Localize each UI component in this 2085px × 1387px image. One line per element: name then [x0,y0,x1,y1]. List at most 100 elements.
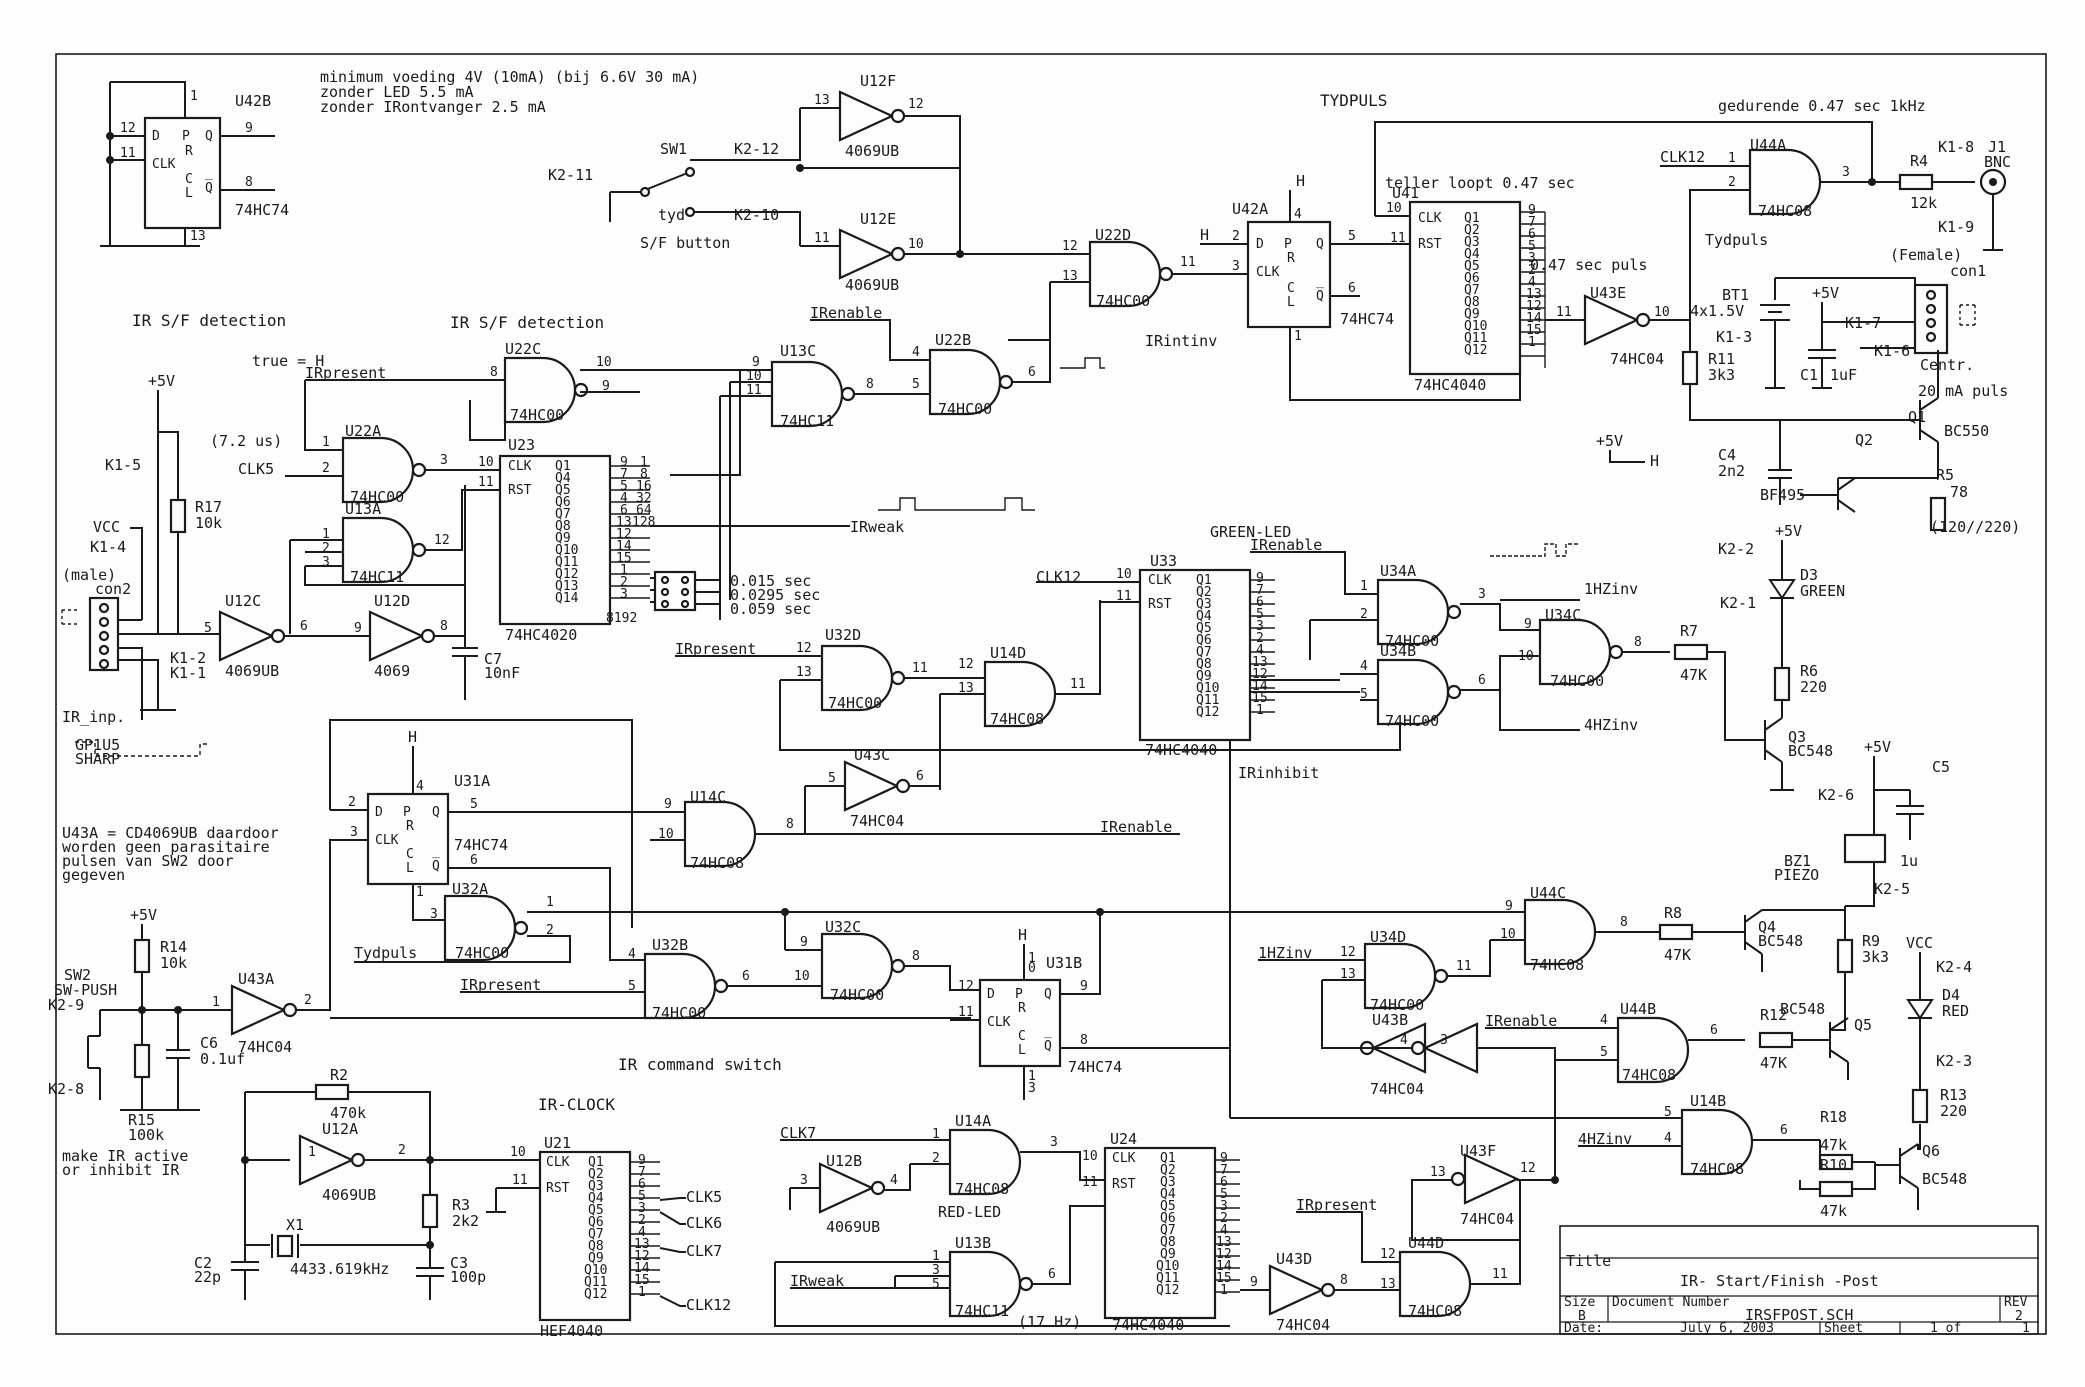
svg-text:7: 7 [638,1165,646,1180]
svg-text:Q6: Q6 [1160,1211,1176,1226]
svg-text:RST: RST [508,483,532,498]
svg-text:4: 4 [912,345,920,360]
svg-text:Centr.: Centr. [1920,356,1974,374]
svg-text:9: 9 [1524,617,1532,632]
svg-text:8: 8 [490,365,498,380]
svg-text:6: 6 [1348,281,1356,296]
svg-text:BC548: BC548 [1788,742,1833,760]
svg-text:74HC00: 74HC00 [938,400,992,418]
svg-text:13: 13 [190,229,206,244]
svg-text:4: 4 [1360,659,1368,674]
svg-text:74HC00: 74HC00 [1370,996,1424,1014]
svg-text:6: 6 [742,969,750,984]
svg-text:1u: 1u [1900,852,1918,870]
svg-text:U22B: U22B [935,331,971,349]
svg-text:IRinhibit: IRinhibit [1238,764,1319,782]
tydpuls-heading: TYDPULS [1320,91,1387,110]
svg-text:Q4: Q4 [588,1191,604,1206]
svg-text:7: 7 [1256,583,1264,598]
svg-text:K1-2: K1-2 [170,649,206,667]
svg-text:13: 13 [1526,287,1542,302]
svg-text:CLK: CLK [152,157,176,172]
svg-text:K2-3: K2-3 [1936,1052,1972,1070]
ir-input-section: K1-5 +5V R17 10k VCC K1-4 (male) con2 IR… [61,372,222,768]
svg-text:IRintinv: IRintinv [1145,332,1217,350]
ir-sf-detection-left: IR S/F detection [132,311,286,330]
svg-text:R18: R18 [1820,1108,1847,1126]
svg-text:Q4: Q4 [555,471,571,486]
svg-text:12: 12 [1216,1247,1232,1262]
svg-text:CLK: CLK [508,459,532,474]
svg-text:12: 12 [1340,945,1356,960]
svg-text:Tydpuls: Tydpuls [1705,231,1768,249]
svg-text:4: 4 [638,1225,646,1240]
gedurende-note: gedurende 0.47 sec 1kHz [1718,97,1926,115]
svg-text:R15: R15 [128,1111,155,1129]
svg-text:12: 12 [616,527,632,542]
svg-text:Q5: Q5 [1464,259,1480,274]
svg-text:2: 2 [932,1151,940,1166]
svg-text:R14: R14 [160,938,187,956]
svg-text:14: 14 [1252,679,1268,694]
svg-text:Q4: Q4 [1758,918,1776,936]
svg-text:RED: RED [1942,1002,1969,1020]
svg-text:SW1: SW1 [660,140,687,158]
svg-text:3: 3 [932,1263,940,1278]
svg-text:RST: RST [546,1181,570,1196]
q6-driver: R18 47k R10 47k Q6 BC548 [1799,1108,1967,1220]
svg-text:2: 2 [1360,607,1368,622]
svg-text:R10: R10 [1820,1156,1847,1174]
red-led-section: VCC K2-4 D4 RED K2-3 R13 220 [1906,934,1972,1150]
svg-text:1: 1 [1028,1069,1036,1084]
svg-text:4: 4 [628,947,636,962]
svg-text:14: 14 [616,539,632,554]
svg-text:32: 32 [636,491,652,506]
svg-text:K2-1: K2-1 [1720,594,1756,612]
svg-text:U23: U23 [508,436,535,454]
svg-text:5: 5 [620,479,628,494]
svg-text:VCC: VCC [1906,934,1933,952]
svg-text:15: 15 [1216,1271,1232,1286]
svg-text:PIEZO: PIEZO [1774,866,1819,884]
svg-text:IR_inp.: IR_inp. [62,708,125,726]
svg-text:1: 1 [308,1145,316,1160]
svg-text:9: 9 [752,355,760,370]
svg-text:U43D: U43D [1276,1250,1312,1268]
sheet-of: 1 of [1930,1321,1961,1336]
svg-text:2: 2 [1528,263,1536,278]
svg-text:2: 2 [1232,229,1240,244]
svg-text:9: 9 [664,797,672,812]
svg-text:CLK: CLK [375,833,399,848]
svg-text:13: 13 [796,665,812,680]
svg-text:R8: R8 [1664,904,1682,922]
svg-text:U31B: U31B [1046,954,1082,972]
rev-label: REV [2004,1295,2028,1310]
svg-text:Q8: Q8 [1160,1235,1176,1250]
svg-text:Q6: Q6 [588,1215,604,1230]
svg-text:74HC00: 74HC00 [828,694,882,712]
svg-text:13: 13 [1216,1235,1232,1250]
svg-text:U14A: U14A [955,1112,991,1130]
svg-text:P: P [182,129,190,144]
svg-text:U13A: U13A [345,500,381,518]
svg-text:U33: U33 [1150,552,1177,570]
svg-text:K2-2: K2-2 [1718,540,1754,558]
tyd-label: tyd [658,206,685,224]
svg-text:14: 14 [1526,311,1542,326]
svg-text:Q8: Q8 [1196,657,1212,672]
svg-text:Q12: Q12 [584,1287,607,1302]
svg-text:Q9: Q9 [1464,307,1480,322]
svg-text:CLK12: CLK12 [686,1296,731,1314]
svg-text:3: 3 [620,587,628,602]
svg-text:4069UB: 4069UB [845,142,899,160]
svg-text:CLK5: CLK5 [238,460,274,478]
svg-text:4: 4 [1256,643,1264,658]
svg-text:L: L [1018,1043,1026,1058]
true-h-note: true = H [252,352,324,370]
u44b-gate: U44B 74HC08 IRenable 456 [1485,1000,1745,1084]
